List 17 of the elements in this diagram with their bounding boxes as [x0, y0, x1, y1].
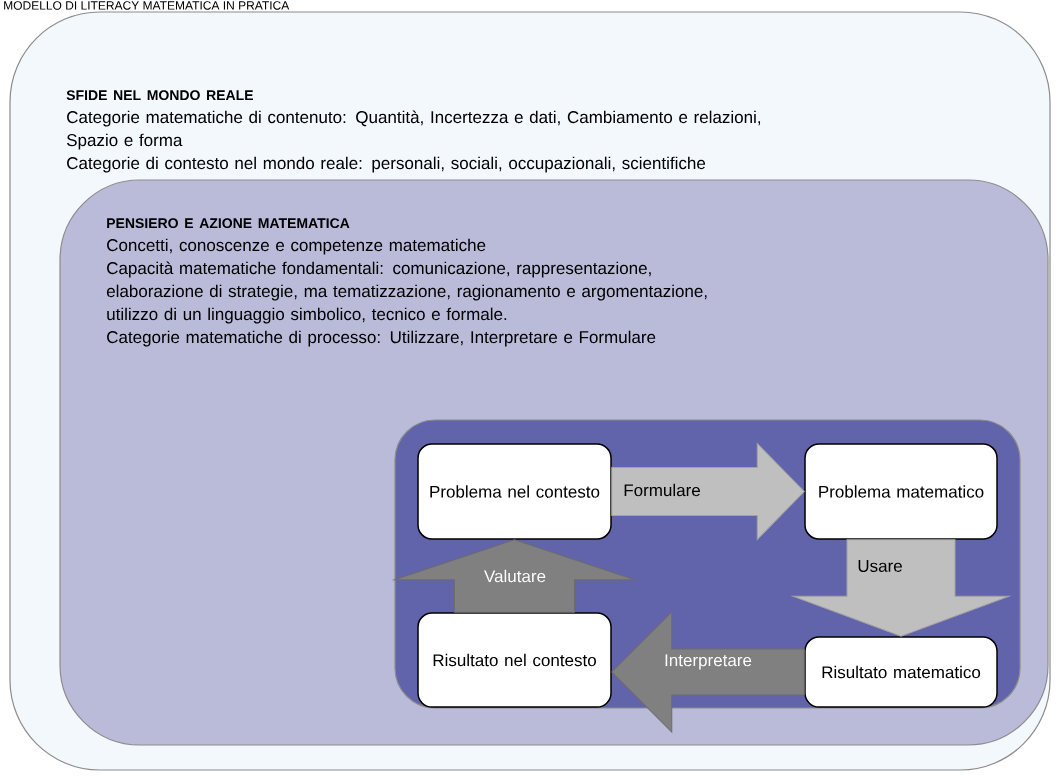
- edge-label: Usare: [856, 559, 904, 573]
- block-arrow: [611, 443, 805, 540]
- process-box: Problema matematico: [804, 443, 998, 540]
- panel-text: Categorie matematiche di contenuto: Quantità, Incertezza e dati, Cambiamento e relazioni, Spazio e forma: [66, 110, 761, 150]
- panel-text: Concetti, conoscenze e competenze matematiche: [107, 238, 486, 255]
- panel-text: Capacità matematiche fondamentali: comunicazione, rappresentazione, elaborazione di strategie, ma tematizzazione, ragionamento e argomentazione, utilizzo di un linguaggio simbolico, tecnico e formale.: [106, 261, 707, 324]
- panel-heading: SFIDE NEL MONDO REALE: [66, 90, 253, 101]
- process-box: Problema nel contesto: [417, 443, 612, 540]
- block-arrow: [792, 539, 1010, 637]
- process-box: Risultato nel contesto: [417, 612, 612, 708]
- panel-heading: PENSIERO E AZIONE MATEMATICA: [107, 218, 350, 229]
- panel-text: Categorie matematiche di processo: Utilizzare, Interpretare e Formulare: [107, 330, 656, 347]
- process-box: Risultato matematico: [804, 636, 998, 708]
- block-arrow: [394, 539, 635, 613]
- diagram-title: MODELLO DI LITERACY MATEMATICA IN PRATICA: [4, 1, 290, 10]
- panel-text: Categorie di contesto nel mondo reale: personali, sociali, occupazionali, scientifiche: [67, 156, 706, 173]
- edge-label: Interpretare: [663, 653, 753, 671]
